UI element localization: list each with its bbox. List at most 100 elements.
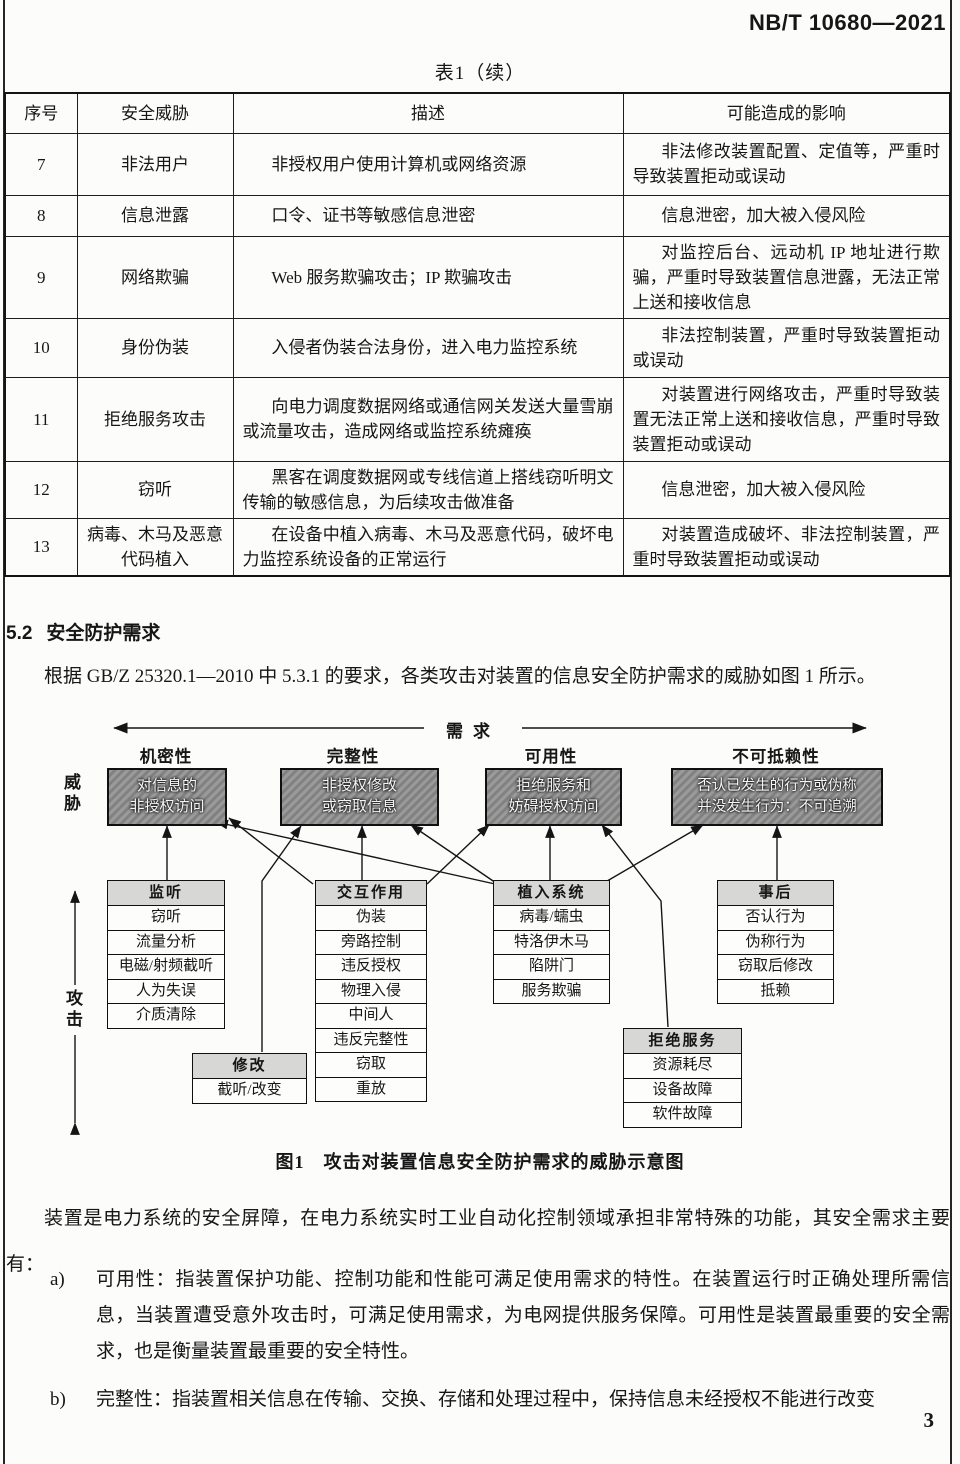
arrow-dos-to-dos bbox=[601, 824, 669, 1028]
cell-impact: 非法控制装置，严重时导致装置拒动或误动 bbox=[622, 317, 951, 378]
cell-no: 10 bbox=[4, 317, 78, 378]
attack-item: 电磁/射频截听 bbox=[107, 955, 225, 980]
attack-item: 特洛伊木马 bbox=[493, 930, 610, 955]
cell-desc: 入侵者伪装合法身份，进入电力监控系统 bbox=[232, 317, 624, 378]
arrow-implant-to-access bbox=[215, 819, 496, 885]
standard-number-header: NB/T 10680—2021 bbox=[748, 10, 946, 35]
table-row: 10 身份伪装 入侵者伪装合法身份，进入电力监控系统 非法控制装置，严重时导致装… bbox=[4, 317, 951, 378]
threat-box-line: 妨碍授权访问 bbox=[508, 799, 599, 815]
attack-group-monitor: 监听 窃听 流量分析 电磁/射频截听 人为失误 介质清除 bbox=[107, 880, 225, 1029]
table-title: 表1（续） bbox=[434, 63, 526, 84]
threat-box-line: 并没发生行为：不可追溯 bbox=[697, 799, 857, 815]
diagram-lines bbox=[70, 722, 867, 1135]
page-number: 3 bbox=[923, 1408, 935, 1432]
attack-item: 服务欺骗 bbox=[493, 979, 610, 1004]
cell-desc: 口令、证书等敏感信息泄密 bbox=[232, 194, 624, 237]
attack-item: 重放 bbox=[315, 1077, 427, 1102]
cell-impact: 信息泄密，加大被入侵风险 bbox=[622, 460, 951, 519]
arrow-modify-to-tamper bbox=[261, 825, 302, 1052]
table-row: 12 窃听 黑客在调度数据网或专线信道上搭线窃听明文传输的敏感信息，为后续攻击做… bbox=[4, 460, 951, 519]
arrow-interaction-to-access bbox=[228, 817, 314, 885]
attack-item: 否认行为 bbox=[717, 906, 834, 931]
attack-item: 窃取后修改 bbox=[717, 955, 834, 980]
cell-no: 9 bbox=[4, 235, 78, 319]
table-row: 13 病毒、木马及恶意代码植入 在设备中植入病毒、木马及恶意代码，破坏电力监控系… bbox=[4, 517, 951, 576]
cell-threat: 非法用户 bbox=[76, 132, 234, 196]
cell-no: 12 bbox=[4, 460, 78, 519]
attack-item: 物理入侵 bbox=[315, 979, 427, 1004]
cell-threat: 网络欺骗 bbox=[76, 235, 234, 319]
body-paragraph: 装置是电力系统的安全屏障，在电力系统实时工业自动化控制领域承担非常特殊的功能，其… bbox=[6, 1208, 950, 1275]
attack-group-header: 事后 bbox=[717, 880, 834, 906]
scan-edge-left bbox=[3, 0, 5, 1464]
cell-desc: 在设备中植入病毒、木马及恶意代码，破坏电力监控系统设备的正常运行 bbox=[232, 517, 624, 576]
attack-group-header: 植入系统 bbox=[493, 880, 610, 906]
cell-threat: 窃听 bbox=[76, 460, 234, 519]
cell-impact: 信息泄密，加大被入侵风险 bbox=[622, 194, 951, 237]
attack-item: 伪称行为 bbox=[717, 930, 834, 955]
section-number: 5.2 bbox=[6, 623, 33, 644]
attack-axis-label: 攻击 bbox=[60, 985, 85, 1035]
intro-paragraph: 根据 GB/Z 25320.1—2010 中 5.3.1 的要求，各类攻击对装置… bbox=[44, 666, 876, 687]
attack-item: 设备故障 bbox=[623, 1078, 742, 1103]
threat-box-repudiation: 否认已发生的行为或伪称 并没发生行为：不可追溯 bbox=[671, 768, 883, 826]
cell-desc: 向电力调度数据网络或通信网关发送大量雪崩或流量攻击，造成网络或监控系统瘫痪 bbox=[232, 376, 624, 462]
attack-item: 违反授权 bbox=[315, 955, 427, 980]
attack-item: 人为失误 bbox=[107, 979, 225, 1004]
figure-caption: 图1 攻击对装置信息安全防护需求的威胁示意图 bbox=[275, 1152, 685, 1172]
attack-item: 违反完整性 bbox=[315, 1028, 427, 1053]
attack-group-header: 交互作用 bbox=[315, 880, 427, 906]
table-header-row: 序号 安全威胁 描述 可能造成的影响 bbox=[4, 92, 951, 134]
cell-no: 13 bbox=[4, 517, 78, 576]
arrow-implant-to-repudiation bbox=[601, 824, 704, 885]
attack-group-modify: 修改 截听/改变 bbox=[192, 1053, 307, 1104]
attack-item: 抵赖 bbox=[717, 979, 834, 1004]
cell-impact: 对装置造成破坏、非法控制装置，严重时导致装置拒动或误动 bbox=[622, 517, 951, 576]
cell-desc: 黑客在调度数据网或专线信道上搭线窃听明文传输的敏感信息，为后续攻击做准备 bbox=[232, 460, 624, 519]
attack-item: 病毒/蠕虫 bbox=[493, 906, 610, 931]
cell-no: 8 bbox=[4, 194, 78, 237]
cell-no: 11 bbox=[4, 376, 78, 462]
cell-threat: 拒绝服务攻击 bbox=[76, 376, 234, 462]
attack-item: 窃取 bbox=[315, 1053, 427, 1078]
attack-group-dos: 拒绝服务 资源耗尽 设备故障 软件故障 bbox=[623, 1028, 742, 1128]
list-item-a: a) 可用性：指装置保护功能、控制功能和性能可满足使用需求的特性。在装置运行时正… bbox=[0, 1262, 950, 1370]
section-heading: 5.2 安全防护需求 bbox=[6, 618, 160, 645]
demand-axis-label: 需求 bbox=[428, 717, 518, 742]
list-item-b: b) 完整性：指装置相关信息在传输、交换、存储和处理过程中，保持信息未经授权不能… bbox=[0, 1382, 950, 1418]
threat-box-line: 拒绝服务和 bbox=[515, 778, 591, 794]
category-nonrepudiation: 不可抵赖性 bbox=[732, 747, 820, 766]
attack-group-implant: 植入系统 病毒/蠕虫 特洛伊木马 陷阱门 服务欺骗 bbox=[493, 880, 610, 1004]
cell-no: 7 bbox=[4, 132, 78, 196]
cell-threat: 病毒、木马及恶意代码植入 bbox=[76, 517, 234, 576]
attack-item: 资源耗尽 bbox=[623, 1054, 742, 1079]
attack-item: 软件故障 bbox=[623, 1103, 742, 1128]
arrow-interaction-to-dos bbox=[426, 824, 490, 885]
attack-group-header: 修改 bbox=[192, 1053, 307, 1079]
cell-impact: 非法修改装置配置、定值等，严重时导致装置拒动或误动 bbox=[622, 132, 951, 196]
threat-box-tamper-steal: 非授权修改 或窃取信息 bbox=[280, 768, 439, 826]
cell-threat: 信息泄露 bbox=[76, 194, 234, 237]
cell-threat: 身份伪装 bbox=[76, 317, 234, 378]
col-header-impact: 可能造成的影响 bbox=[622, 92, 951, 134]
scan-edge-right bbox=[950, 0, 952, 1464]
attack-item: 截听/改变 bbox=[192, 1079, 307, 1104]
cell-impact: 对装置进行网络攻击，严重时导致装置无法正常上送和接收信息，严重时导致装置拒动或误… bbox=[622, 376, 951, 462]
cell-impact: 对监控后台、远动机 IP 地址进行欺骗，严重时导致装置信息泄露，无法正常上送和接… bbox=[622, 235, 951, 319]
arrow-implant-to-tamper bbox=[410, 824, 500, 886]
section-title: 安全防护需求 bbox=[46, 623, 161, 644]
table-row: 8 信息泄露 口令、证书等敏感信息泄密 信息泄密，加大被入侵风险 bbox=[4, 194, 951, 237]
figure-threat-diagram: 需求 威胁 攻击 机密性 完整性 可用性 不可抵赖性 对信息的 非授权访问 非授… bbox=[0, 695, 960, 1195]
attack-item: 流量分析 bbox=[107, 930, 225, 955]
list-item-b-label: b) bbox=[50, 1389, 66, 1410]
category-integrity: 完整性 bbox=[326, 747, 380, 766]
threat-box-line: 否认已发生的行为或伪称 bbox=[697, 778, 857, 794]
attack-item: 窃听 bbox=[107, 906, 225, 931]
attack-item: 中间人 bbox=[315, 1004, 427, 1029]
list-item-a-label: a) bbox=[50, 1269, 65, 1290]
threat-box-line: 非授权修改 bbox=[321, 778, 397, 794]
attack-group-header: 拒绝服务 bbox=[623, 1028, 742, 1054]
col-header-threat: 安全威胁 bbox=[76, 92, 234, 134]
threat-box-unauthorized-access: 对信息的 非授权访问 bbox=[107, 768, 227, 826]
